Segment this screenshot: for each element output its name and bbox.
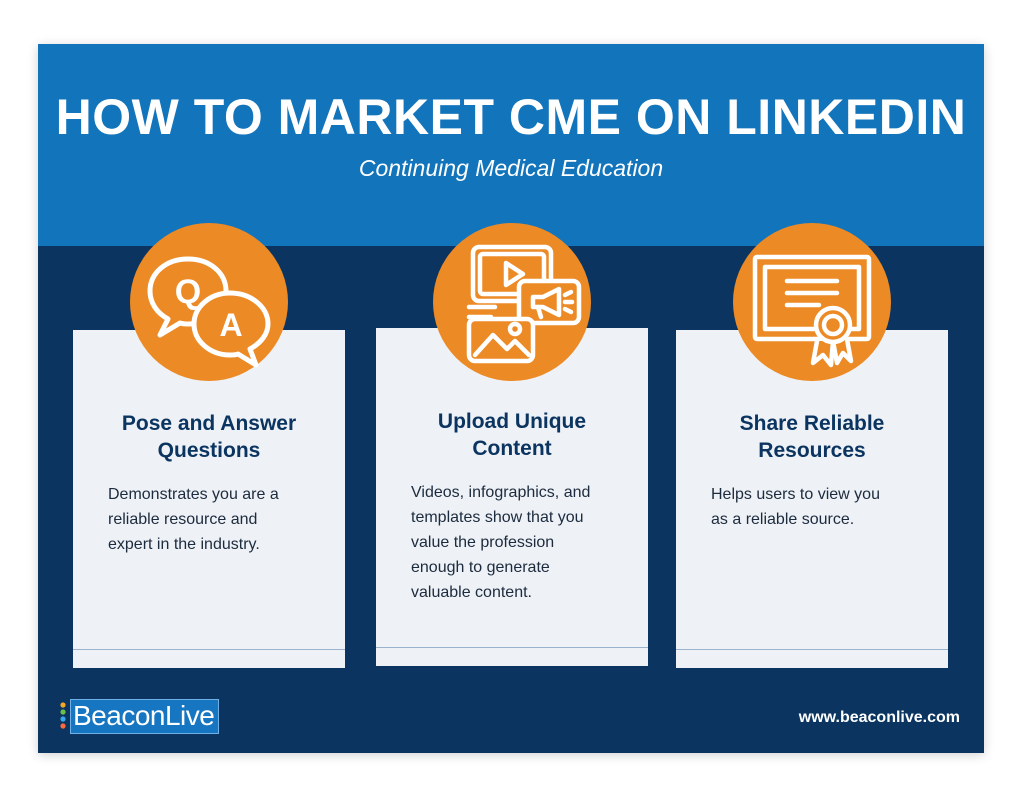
card-pose-answer: Pose and Answer Questions Demonstrates y… bbox=[73, 330, 345, 668]
card-title-line: Resources bbox=[758, 439, 866, 462]
desc-line: templates show that you bbox=[411, 509, 584, 526]
icon-letter-a: A bbox=[219, 307, 242, 343]
card-title: Share Reliable Resources bbox=[688, 410, 936, 464]
card-title: Upload Unique Content bbox=[388, 408, 636, 462]
icon-letter-q: Q bbox=[175, 273, 201, 311]
logo-dots-icon bbox=[60, 702, 66, 729]
desc-line: as a reliable source. bbox=[711, 511, 855, 528]
certificate-icon bbox=[733, 223, 891, 381]
card-title-line: Content bbox=[472, 437, 552, 460]
beaconlive-logo: BeaconLive bbox=[58, 698, 220, 734]
website-url[interactable]: www.beaconlive.com bbox=[798, 709, 960, 726]
desc-line: reliable resource and bbox=[108, 511, 258, 528]
card-title-line: Questions bbox=[157, 439, 261, 462]
card-description: Videos, infographics, and templates show… bbox=[411, 480, 624, 605]
card-description: Demonstrates you are a reliable resource… bbox=[108, 482, 321, 557]
qa-speech-bubbles-icon: Q A bbox=[130, 223, 288, 381]
card-title-line: Upload Unique bbox=[437, 410, 587, 433]
card-title: Pose and Answer Questions bbox=[85, 410, 333, 464]
desc-line: enough to generate bbox=[411, 559, 550, 576]
page-subtitle: Continuing Medical Education bbox=[358, 155, 664, 181]
desc-line: valuable content. bbox=[411, 584, 532, 601]
desc-line: Helps users to view you bbox=[711, 486, 880, 503]
card-description: Helps users to view you as a reliable so… bbox=[711, 482, 924, 532]
page-title: HOW TO MARKET CME ON LINKEDIN bbox=[55, 89, 967, 145]
desc-line: Demonstrates you are a bbox=[108, 486, 279, 503]
card-share-resources: Share Reliable Resources Helps users to … bbox=[676, 330, 948, 668]
card-title-line: Share Reliable bbox=[739, 412, 885, 435]
infographic: HOW TO MARKET CME ON LINKEDIN Continuing… bbox=[38, 44, 984, 753]
logo-text: BeaconLive bbox=[70, 698, 220, 734]
media-content-icon bbox=[433, 223, 591, 381]
header-band: HOW TO MARKET CME ON LINKEDIN Continuing… bbox=[38, 44, 984, 246]
card-upload-content: Upload Unique Content Videos, infographi… bbox=[376, 328, 648, 666]
card-title-line: Pose and Answer bbox=[121, 412, 297, 435]
desc-line: Videos, infographics, and bbox=[411, 484, 591, 501]
desc-line: expert in the industry. bbox=[108, 536, 260, 553]
desc-line: value the profession bbox=[411, 534, 555, 551]
